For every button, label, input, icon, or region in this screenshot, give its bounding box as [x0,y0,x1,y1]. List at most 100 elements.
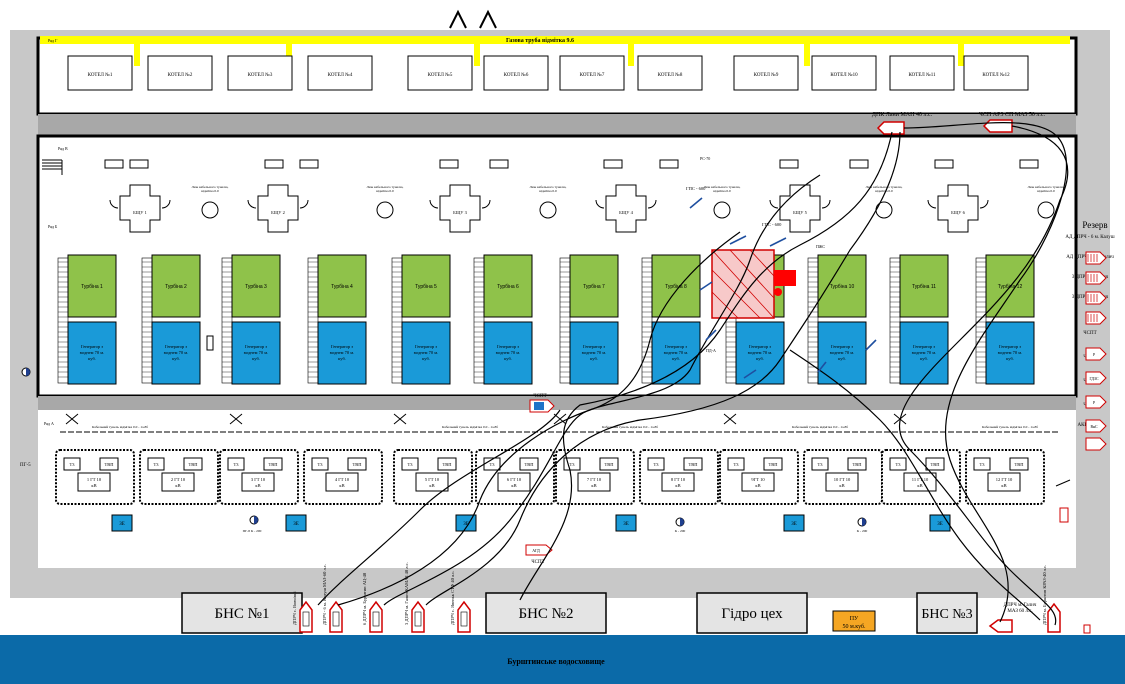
boiler-box [889,55,955,91]
bshchu-label: БЩУ 3 [453,210,467,215]
reserve-item-label: АД ДПРЧ - 6 м. Калуш [1065,235,1114,240]
fire-trucks: ДПРЧ с. Вовчівці ДПРЧ - 6 м. Калуш МАЗ-60… [292,562,1061,633]
hydro-label: Гідро цех [721,606,783,622]
reservoir-label: Бурштинське водосховище [507,657,605,666]
gate-x [393,413,407,425]
chsp-label: ЧСП АРЗ СП МАЗ 50 л.с. [979,112,1046,118]
generator-box [67,321,117,385]
gt-label: кВ [755,483,760,488]
t3-label: Т3 [570,462,576,467]
reservoir [0,635,1125,684]
gt-box [77,472,111,492]
fire-truck-label: ДПРЧ - 6 м. Калуш МАЗ-60 л.с. [322,564,327,625]
t3-box [227,457,245,471]
turbine-label: Турбіна 6 [497,284,519,290]
t3-label: Т3 [318,462,324,467]
turbine-stairs [307,257,319,384]
turbine-stairs [975,257,987,384]
t3-label: Т3 [734,462,740,467]
gt-label: 6 ГТ 10 [507,477,522,482]
door-icon [927,199,989,209]
boiler-label: КОТЕЛ №10 [830,72,858,78]
generator-label: куб. [1006,356,1014,361]
boiler-label: КОТЕЛ №9 [754,72,779,78]
turbine-stairs [221,257,233,384]
ze-label: ЗЕ [293,522,299,527]
fire-truck-label: ДПРЧ м. Бурштин КРАЗ-40 л.с. [1042,565,1047,625]
ze-box [615,514,637,532]
chspt-mid-label: ЧСПТ [533,394,546,399]
vent-box [489,159,509,169]
cable-hatch [201,201,219,219]
turbine-box [817,254,867,318]
ze-box [111,514,133,532]
akp-truck-icon [1085,437,1107,451]
door-icon [595,199,657,209]
bshchu-label: БЩУ 2 [271,210,285,215]
t3-box [889,457,907,471]
gt-label: 7 ГТ 10 [587,477,602,482]
turbine-box [569,254,619,318]
cable-hatch [376,201,394,219]
fire-truck-label: ДПРЧ с. Вовчівці [292,591,297,625]
generator-label: Генератор з [245,344,267,349]
gt-label: кВ [511,483,516,488]
hose-label-pzh: ПЖС [816,244,825,249]
boiler-label: КОТЕЛ №8 [658,72,683,78]
turbine-label: Турбіна 5 [415,284,437,290]
gate-icon [449,9,497,29]
gt-label: 9ГТ 10 [751,477,765,482]
turbine-box [317,254,367,318]
turbine-box [483,254,533,318]
turbine-box [67,254,117,318]
turbine-label: Турбіна 3 [245,284,267,290]
fire-truck-label: ДПРЧ с. Явеньк СТФ 40 л.с. [450,571,455,625]
generator-label: воднем 70 м. [748,350,772,355]
bns1-building: БНС №1 [181,592,303,634]
door-icon [769,199,831,209]
t3-box [727,457,745,471]
cable-tunnel-label: відмітка 0.0 [539,189,557,193]
afd-chspt-label: ЧСПТ [531,560,544,565]
cable-hatch [1037,201,1055,219]
cable-tunnel-label: Люк кабельного тунелю, [866,185,903,190]
gt-label: кВ [429,483,434,488]
cable-tunnel-label: Люк кабельного тунелю, [367,185,404,190]
hose-nozzles [689,197,877,379]
generator-label: куб. [422,356,430,361]
tvp-box [263,457,283,471]
vent-box [439,159,459,169]
tvp-label: ТВП [689,462,699,467]
bshchu-shape [779,184,821,233]
gas-pipe [40,36,1070,44]
gt-box [741,472,775,492]
ze-label: ЗЕ [623,522,629,527]
turbine-box [651,254,701,318]
tvp-label: ТВП [105,462,115,467]
turbine-stairs [57,257,69,384]
turbine-box [231,254,281,318]
tvp-label: ТВП [1015,462,1025,467]
gt-label: 5 ГТ 10 [425,477,440,482]
gt-label: кВ [339,483,344,488]
gt-label: кВ [91,483,96,488]
tvp-box [1009,457,1029,471]
reserve-truck-icon [1085,419,1107,433]
bshchu-label: БЩУ 6 [951,210,965,215]
pipe-drops [134,44,964,66]
pu-line1: ПУ [850,616,859,622]
hose-label-gps2: ГПС - 600 [762,222,782,227]
turbine-label: Турбіна 8 [665,284,687,290]
t3-label: Т3 [490,462,496,467]
cable-rack-label: Кабельний тунель відмітка 0.0 - 1а.8б [982,425,1038,429]
hydrant-1: ПГ-8 К - 200 [243,515,262,533]
bns3-building: БНС №3 [916,592,978,634]
gt-label: 2 ГТ 10 [171,477,186,482]
turbine-box [899,254,949,318]
t3-box [973,457,991,471]
boiler-box [483,55,549,91]
door-icon [429,199,491,209]
